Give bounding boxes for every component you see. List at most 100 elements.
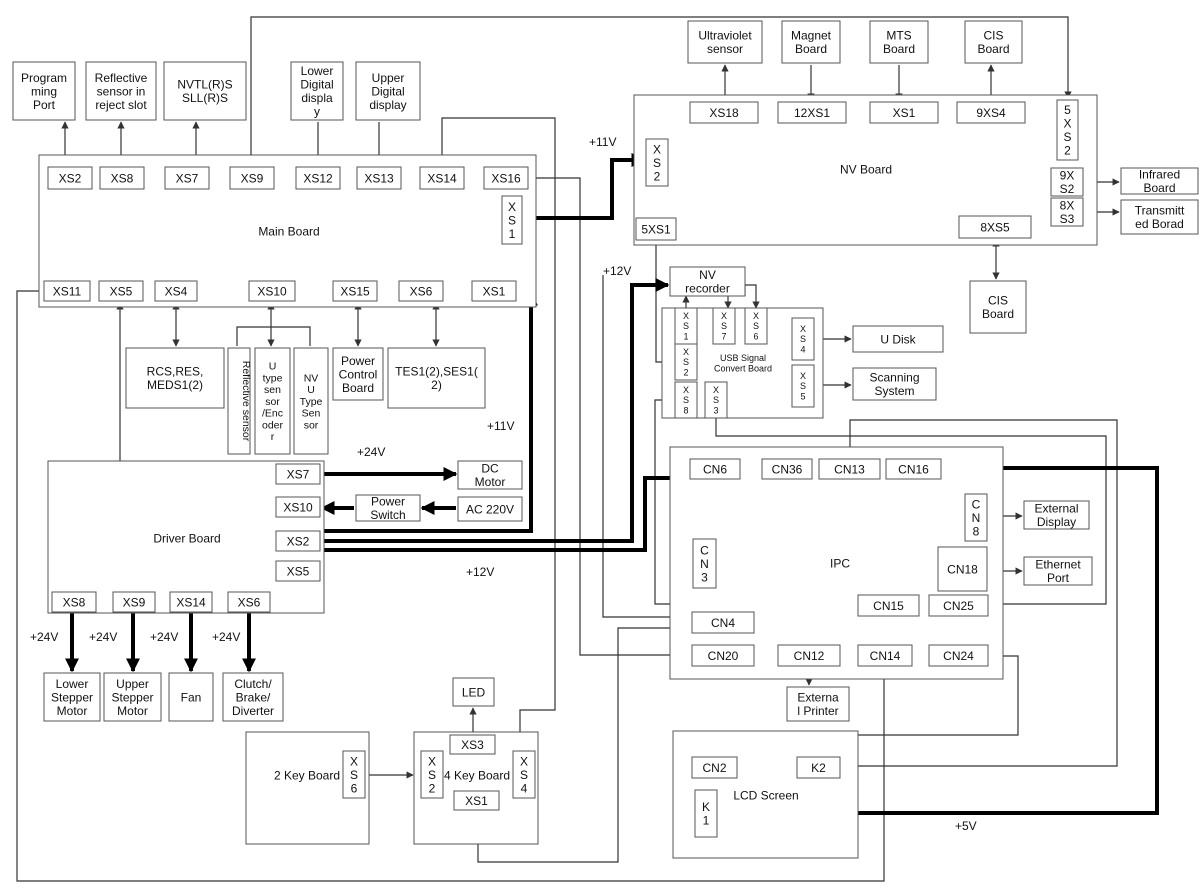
ipc-cn15-label: CN15 [873,599,904,613]
rcs-res-meds: RCS,RES,MEDS1(2) [125,347,225,409]
wire-47 [320,471,690,552]
mb-xs6-label: XS6 [410,284,433,298]
nv-board-label: NV Board [840,162,892,176]
main-board-label: Main Board [258,224,319,238]
mb-xs9-label: XS9 [241,171,264,185]
nv-12xs1: 12XS1 [777,101,847,124]
db-xs7: XS7 [275,463,321,485]
v-12v-top: +12V [603,264,631,278]
ipc-cn16-label: CN16 [898,462,929,476]
mb-xs2-label: XS2 [59,171,82,185]
ipc-cn25: CN25 [928,594,989,617]
v-5v: +5V [955,819,977,833]
led-label: LED [462,685,486,699]
wire-45 [320,291,538,533]
mb-xs13-label: XS13 [364,171,394,185]
fan: Fan [168,672,214,722]
mb-xs1-label: XS1 [483,284,506,298]
nv-8xs5: 8XS5 [958,215,1032,239]
ipc-cn6-label: CN6 [703,462,727,476]
db-xs10-label: XS10 [283,500,313,514]
four-key-xs3-label: XS3 [461,738,484,752]
db-xs14: XS14 [169,591,213,613]
mb-xs11: XS11 [43,280,91,302]
ipc-cn13-label: CN13 [834,462,865,476]
tes-ses-label: TES1(2),SES1(2) [395,365,478,392]
lcd-cn2-label: CN2 [702,761,726,775]
tes-ses: TES1(2),SES1(2) [387,347,486,409]
nv-9xs4: 9XS4 [956,101,1026,124]
db-xs8: XS8 [51,591,97,613]
two-key-board-label: 2 Key Board [274,768,340,782]
db-xs7-label: XS7 [287,467,310,481]
u-disk-label: U Disk [880,332,916,346]
mb-xs7-label: XS7 [176,171,199,185]
mb-xs9: XS9 [229,166,275,190]
mb-xs4: XS4 [154,280,198,302]
wire-48 [717,466,1159,820]
ipc-cn12-label: CN12 [794,649,825,663]
mb-xs13: XS13 [356,166,402,190]
four-key-board-label: 4 Key Board [444,768,510,782]
rcs-res-meds-label: RCS,RES,MEDS1(2) [147,365,204,392]
ipc-label: IPC [830,556,850,570]
nv-xs18-label: XS18 [709,106,739,120]
nv-xs1: XS1 [869,101,939,124]
reflective-sensor-label: Reflective sensor [240,361,252,442]
db-xs2: XS2 [275,530,321,552]
nv-xs18: XS18 [689,101,759,124]
mb-xs8-label: XS8 [111,171,134,185]
ipc-cn18: CN18 [937,546,988,592]
nv-5xs1-label: 5XS1 [641,222,671,236]
db-xs2-label: XS2 [287,534,310,548]
ac-220v-label: AC 220V [466,502,514,516]
wire-46 [320,278,670,543]
lcd-k2: K2 [796,756,841,779]
v-11v-mid: +11V [487,419,514,433]
ipc-cn36: CN36 [761,458,813,480]
driver-board-label: Driver Board [153,531,220,545]
